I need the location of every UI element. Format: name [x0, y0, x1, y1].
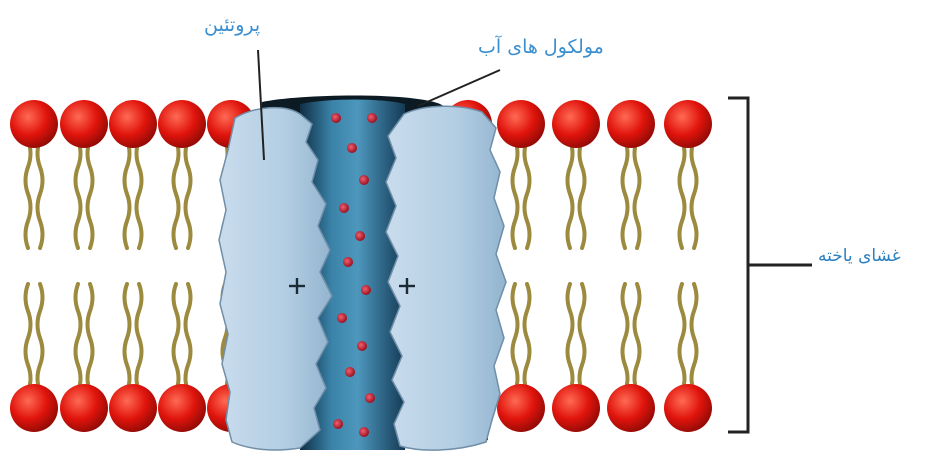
protein-right-subunit [386, 106, 506, 450]
phospholipid-head [497, 100, 545, 148]
water-molecule [357, 341, 367, 351]
water-molecule [365, 393, 375, 403]
water-molecule [345, 367, 355, 377]
lipid-tail [680, 284, 685, 392]
lipid-tail [174, 140, 179, 248]
water-molecule [361, 285, 371, 295]
lipid-tail [580, 284, 585, 392]
phospholipid-head [10, 384, 58, 432]
water-molecule [339, 203, 349, 213]
phospholipid-head [158, 100, 206, 148]
lipid-tail [186, 140, 191, 248]
lipid-tail [635, 140, 640, 248]
lipid-tail [513, 284, 518, 392]
lipid-tail [513, 140, 518, 248]
water-molecule [337, 313, 347, 323]
phospholipid-head [10, 100, 58, 148]
lipid-tail [125, 284, 130, 392]
lipid-tail [137, 284, 142, 392]
water-molecule [333, 419, 343, 429]
lipid-tail [525, 284, 530, 392]
lipid-tail [635, 284, 640, 392]
water-leader-line [418, 70, 500, 106]
lipid-tail [680, 140, 685, 248]
lipid-tail [580, 140, 585, 248]
water-molecule [347, 143, 357, 153]
lipid-tail [76, 140, 81, 248]
lipid-tail [88, 284, 93, 392]
water-molecule [359, 427, 369, 437]
phospholipid-head [60, 384, 108, 432]
lipid-tail [125, 140, 130, 248]
water-molecule [355, 231, 365, 241]
lipid-tail [26, 140, 31, 248]
lipid-tail [38, 140, 43, 248]
lipid-tail [568, 284, 573, 392]
water-molecule [359, 175, 369, 185]
lipid-tail [186, 284, 191, 392]
lipid-tail [623, 140, 628, 248]
lipid-tail [137, 140, 142, 248]
cell-membrane-label: غشای یاخته [818, 246, 901, 266]
lipid-tail [525, 140, 530, 248]
lipid-tail [692, 284, 697, 392]
phospholipid-head [607, 384, 655, 432]
phospholipid-head [664, 100, 712, 148]
phospholipid-head [497, 384, 545, 432]
membrane-bracket [728, 98, 812, 432]
lipid-tail [623, 284, 628, 392]
lipid-tail [38, 284, 43, 392]
phospholipid-head [60, 100, 108, 148]
water-molecules-label: مولکول های آب [478, 36, 604, 58]
lipid-tail [568, 140, 573, 248]
lipid-tail [76, 284, 81, 392]
phospholipid-head [109, 384, 157, 432]
phospholipid-head [158, 384, 206, 432]
water-molecule [343, 257, 353, 267]
water-molecule [367, 113, 377, 123]
phospholipid-head [664, 384, 712, 432]
water-molecule [331, 113, 341, 123]
lipid-tail [174, 284, 179, 392]
lipid-tail [692, 140, 697, 248]
lipid-tail [26, 284, 31, 392]
phospholipid-head [552, 100, 600, 148]
protein-label: پروتئین [204, 14, 260, 36]
lipid-tail [88, 140, 93, 248]
phospholipid-head [607, 100, 655, 148]
phospholipid-head [552, 384, 600, 432]
protein-left-subunit [219, 108, 332, 450]
phospholipid-head [109, 100, 157, 148]
